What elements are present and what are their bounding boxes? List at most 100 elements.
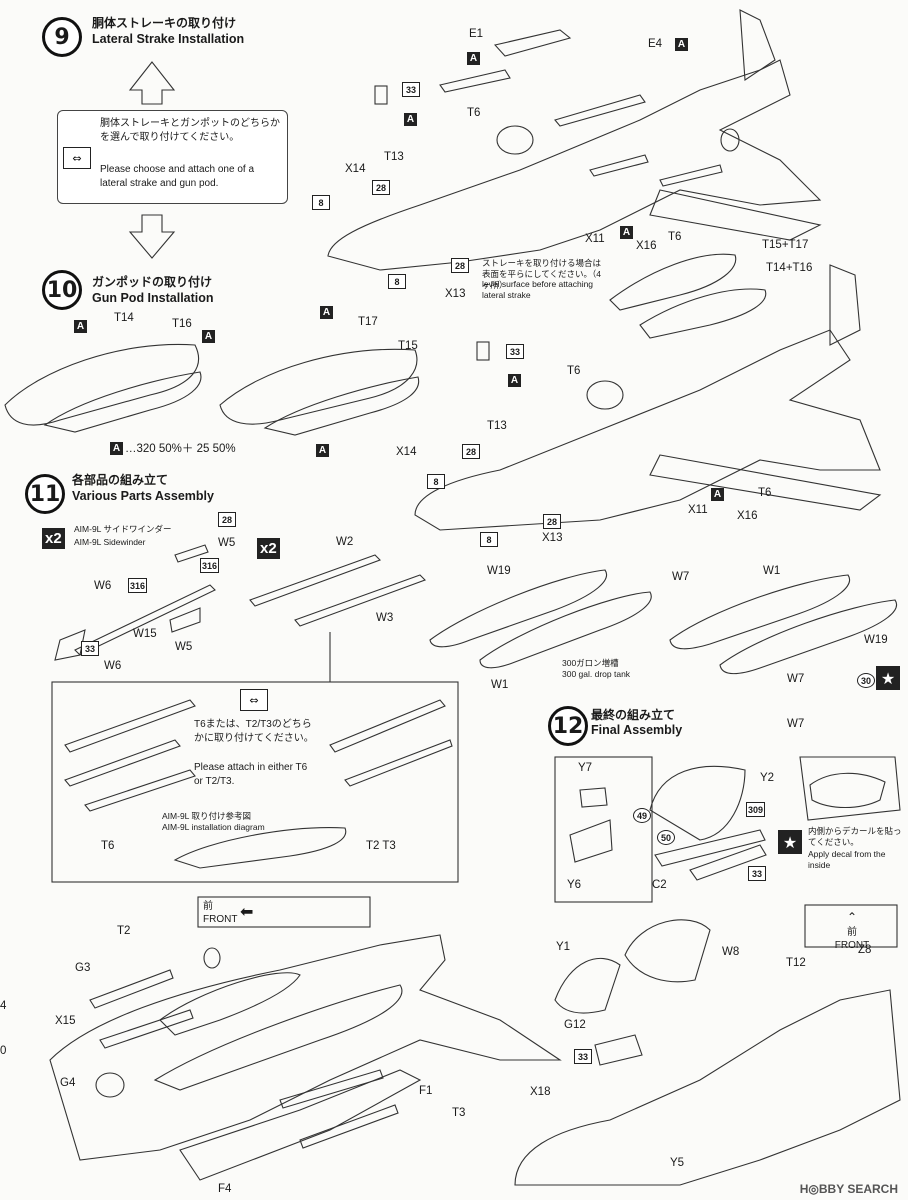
part-label: Y1 (556, 941, 571, 953)
decal-note-jp: 内側からデカールを貼ってください。 (808, 826, 902, 848)
margin-mark: 0 (0, 1045, 7, 1057)
attach-note-jp: T6または、T2/T3のどちらかに取り付けてください。 (194, 719, 314, 744)
part-label: G3 (75, 962, 91, 974)
paint-code-box: 8 (427, 474, 445, 489)
step-12-title-en: Final Assembly (591, 723, 683, 737)
pod-label: T17 (358, 316, 378, 328)
step-11-title-jp: 各部品の組み立て (72, 473, 169, 487)
drop-tank-en: 300 gal. drop tank (562, 669, 631, 679)
part-label: W5 (218, 537, 236, 549)
part-label: G12 (564, 1019, 586, 1031)
part-label: W3 (376, 612, 394, 624)
paint-code-box: 28 (218, 512, 236, 527)
part-label: X11 (585, 233, 605, 245)
paint-code-box: 50 (657, 830, 675, 845)
paint-a-marker: A (202, 330, 215, 343)
part-label: X18 (530, 1086, 551, 1098)
paint-code-box: 33 (402, 82, 420, 97)
part-label: W2 (336, 536, 354, 548)
front-indicator: ⌃ 前 FRONT (812, 910, 892, 952)
paint-code-box: 49 (633, 808, 651, 823)
paint-a-marker: A (467, 52, 480, 65)
attach-note-en: Please attach in either T6 or T2/T3. (194, 762, 308, 787)
part-label: X16 (636, 240, 657, 252)
choice-icon: ⇔ (240, 689, 268, 711)
watermark: H◎BBY SEARCH (799, 1182, 898, 1196)
choice-note-en: Please choose and attach one of a latera… (100, 164, 255, 189)
part-label: T6 (567, 365, 581, 377)
paint-code-box: 28 (543, 514, 561, 529)
part-label: W1 (491, 679, 509, 691)
step-9-title-jp: 胴体ストレーキの取り付け (92, 16, 237, 30)
front-arrow-icon: ⌃ (846, 910, 858, 924)
installation-diagram-jp: AIM-9L 取り付け参考図 (162, 811, 251, 821)
pod-label: T15 (398, 340, 418, 352)
part-label: G4 (60, 1077, 76, 1089)
paint-code-box: 8 (480, 532, 498, 547)
paint-code-box: 33 (574, 1049, 592, 1064)
part-label: Y7 (578, 762, 593, 774)
part-label: T2 (117, 925, 131, 937)
paint-a-marker: A (620, 226, 633, 239)
part-label: T14+T16 (766, 262, 813, 274)
step-9-title-en: Lateral Strake Installation (92, 32, 245, 46)
part-label: T12 (786, 957, 806, 969)
front-label-en: FRONT (203, 914, 238, 925)
level-note-jp: ストレーキを取り付ける場合は表面を平らにしてください。（4ヶ所） (482, 258, 602, 291)
paint-code-box: 33 (506, 344, 524, 359)
choice-icon: ⇔ (63, 147, 91, 169)
paint-a-marker: A (404, 113, 417, 126)
paint-code-box: 30 (857, 673, 875, 688)
part-label: T6 (758, 487, 772, 499)
part-label: W6 (94, 580, 112, 592)
part-label: W19 (864, 634, 888, 646)
part-label: C2 (652, 879, 667, 891)
part-label: W6 (104, 660, 122, 672)
part-label: Y6 (567, 879, 582, 891)
part-label: E4 (648, 38, 663, 50)
part-label: Y2 (760, 772, 775, 784)
front-label-jp: 前 (847, 926, 857, 938)
part-label: T6 (467, 107, 481, 119)
step-12-title-jp: 最終の組み立て (591, 708, 676, 722)
choice-note-jp: 胴体ストレーキとガンポットのどちらかを選んで取り付けてください。 (100, 118, 280, 143)
part-label: W5 (175, 641, 193, 653)
multiplier-badge: x2 (257, 538, 280, 559)
paint-a-marker: A (675, 38, 688, 51)
part-label: W7 (672, 571, 690, 583)
front-indicator: 前 FRONT (203, 900, 237, 926)
part-label: X13 (542, 532, 563, 544)
part-label: X15 (55, 1015, 76, 1027)
part-label: W15 (133, 628, 157, 640)
part-label: W19 (487, 565, 511, 577)
part-label: X14 (345, 163, 366, 175)
paint-a-marker: A (508, 374, 521, 387)
step-10-title-en: Gun Pod Installation (92, 291, 214, 305)
part-label: Z8 (858, 944, 872, 956)
paint-a-marker: A (110, 441, 123, 455)
paint-a-marker: A (74, 320, 87, 333)
front-label-jp: 前 (203, 901, 213, 912)
front-arrow-icon: ⬅ (240, 902, 254, 921)
part-label: X14 (396, 446, 417, 458)
decal-star-icon: ★ (778, 830, 802, 854)
decal-note-en: Apply decal from the inside (808, 849, 886, 871)
paint-code-box: 316 (200, 558, 220, 573)
attach-label: T6 (101, 840, 115, 852)
pod-label: T16 (172, 318, 192, 330)
part-label: W7 (787, 673, 805, 685)
paint-a-marker: A (320, 306, 333, 319)
part-label: W8 (722, 946, 740, 958)
part-label: T13 (384, 151, 404, 163)
step-12-number: 12 (548, 706, 588, 746)
paint-mix-text: …320 50%＋ 25 50% (125, 443, 236, 455)
paint-code-box: 8 (312, 195, 330, 210)
paint-code-box: 33 (81, 641, 99, 656)
step-11-number: 11 (25, 474, 65, 514)
multiplier-badge: x2 (42, 528, 65, 549)
choice-note-box: ⇔ 胴体ストレーキとガンポットのどちらかを選んで取り付けてください。 Pleas… (57, 110, 288, 204)
part-label: X11 (688, 504, 708, 516)
paint-code-box: 309 (746, 802, 766, 817)
paint-a-marker: A (316, 444, 329, 457)
